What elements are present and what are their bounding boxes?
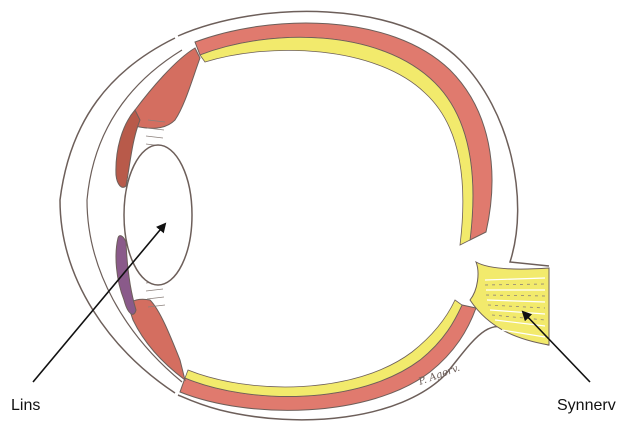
lens-label: Lins xyxy=(11,397,40,415)
ciliary-body-lower xyxy=(128,299,185,380)
choroid-layer-lower xyxy=(180,305,476,410)
lens-shape xyxy=(124,145,192,285)
optic-nerve-pointer-arrow xyxy=(523,312,590,382)
optic-nerve-label: Synnerv xyxy=(557,397,616,415)
ciliary-body-upper xyxy=(130,48,200,128)
